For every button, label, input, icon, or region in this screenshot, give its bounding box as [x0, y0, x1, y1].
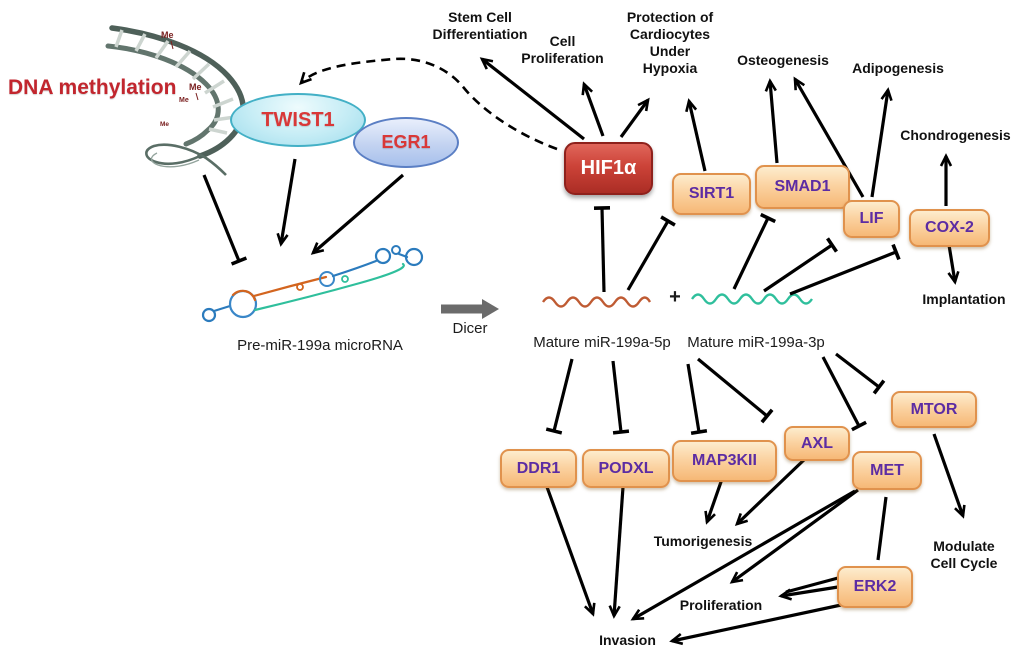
outcome-modulate-cell-cycle: Modulate Cell Cycle — [930, 538, 998, 572]
node-met: MET — [852, 451, 922, 490]
mir-199a-3p-strand — [691, 293, 813, 305]
node-cox2: COX-2 — [909, 209, 990, 247]
plus-sign: + — [669, 286, 681, 308]
node-podxl: PODXL — [582, 449, 670, 488]
dna-methylation-label: DNA methylation — [8, 76, 177, 99]
outcome-implantation: Implantation — [922, 291, 1006, 307]
mir-199a-5p-strand — [542, 296, 652, 308]
methyl-mark: Me — [160, 121, 170, 128]
outcome-proliferation: Proliferation — [679, 597, 763, 613]
node-lif: LIF — [843, 200, 900, 238]
methyl-mark: Me — [189, 82, 202, 92]
node-hif1a: HIF1α — [564, 142, 653, 195]
node-sirt1: SIRT1 — [672, 173, 751, 215]
outcome-osteogenesis: Osteogenesis — [737, 52, 829, 68]
inhibition-connectors — [202, 174, 901, 436]
outcome-stem-cell-differentiation: Stem Cell Differentiation — [432, 9, 528, 43]
node-mtor: MTOR — [891, 391, 977, 428]
methyl-mark: Me — [161, 30, 174, 40]
dicer-label: Dicer — [452, 320, 488, 337]
pre-mir-structure — [201, 245, 424, 323]
outcome-protection-cardiocytes: Protection of Cardiocytes Under Hypoxia — [626, 9, 714, 77]
outcome-chondrogenesis: Chondrogenesis — [900, 127, 1011, 143]
hif1a-twist1-feedback-dashed — [299, 57, 558, 151]
node-ddr1: DDR1 — [500, 449, 577, 488]
outcome-invasion: Invasion — [599, 632, 656, 648]
node-axl: AXL — [784, 426, 850, 461]
mir-199a-3p-label: Mature miR-199a-3p — [687, 334, 825, 351]
methyl-mark: Me — [179, 97, 189, 104]
outcome-cell-proliferation: Cell Proliferation — [521, 33, 604, 67]
node-smad1: SMAD1 — [755, 165, 850, 209]
node-egr1: EGR1 — [353, 117, 459, 168]
node-twist1: TWIST1 — [230, 93, 366, 147]
pre-mir-label: Pre-miR-199a microRNA — [237, 337, 403, 354]
node-map3kii: MAP3KII — [672, 440, 777, 482]
outcome-tumorigenesis: Tumorigenesis — [653, 533, 753, 549]
activation-arrows — [276, 57, 966, 646]
node-erk2: ERK2 — [837, 566, 913, 608]
dna-helix-illustration — [105, 25, 246, 176]
dicer-arrow — [441, 299, 499, 319]
mir-199a-5p-label: Mature miR-199a-5p — [533, 334, 671, 351]
outcome-adipogenesis: Adipogenesis — [852, 60, 944, 76]
